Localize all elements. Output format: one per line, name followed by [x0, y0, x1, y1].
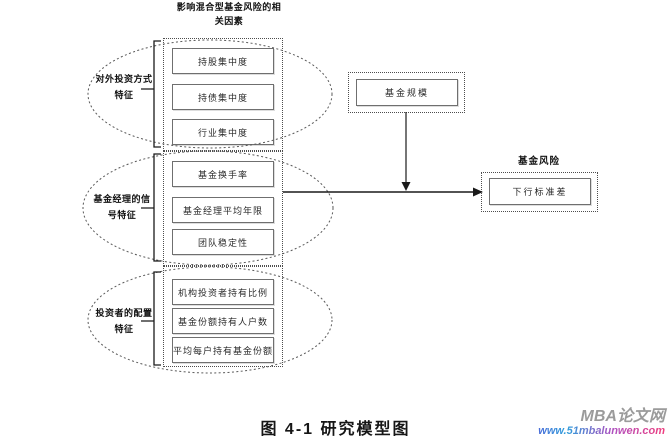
group3-label: 投资者的配置 特征: [76, 306, 172, 338]
group2-label-line2: 号特征: [107, 211, 137, 221]
diagram-title-line1: 影响混合型基金风险的相: [176, 3, 282, 13]
group1-label-line2: 特征: [114, 91, 134, 101]
group2-label: 基金经理的信 号特征: [74, 192, 170, 224]
box-downside-std-dev: 下行标准差: [489, 178, 591, 205]
group1-label-line1: 对外投资方式: [95, 75, 153, 85]
control-arrowhead: [401, 182, 411, 191]
diagram-title-line2: 关因素: [214, 17, 244, 27]
box-team-stability: 团队稳定性: [172, 229, 274, 255]
box-industry-concentration: 行业集中度: [172, 119, 274, 145]
box-fund-size: 基金规模: [356, 79, 458, 106]
group2-label-line1: 基金经理的信: [93, 195, 151, 205]
box-stock-concentration: 持股集中度: [172, 48, 274, 74]
watermark: MBA论文网 www.51mbalunwen.com: [405, 408, 665, 438]
watermark-site-url: www.51mbalunwen.com: [405, 425, 665, 438]
box-bond-concentration: 持债集中度: [172, 84, 274, 110]
box-avg-shares-per-holder: 平均每户持有基金份额: [172, 337, 274, 363]
figure-caption: 图 4-1 研究模型图: [260, 421, 411, 438]
group3-label-line1: 投资者的配置: [95, 309, 153, 319]
box-manager-avg-tenure: 基金经理平均年限: [172, 197, 274, 223]
watermark-site-name: MBA论文网: [580, 408, 665, 425]
box-institutional-holding-ratio: 机构投资者持有比例: [172, 279, 274, 305]
diagram-title: 影响混合型基金风险的相 关因素: [158, 1, 300, 29]
box-fund-turnover: 基金换手率: [172, 161, 274, 187]
group1-label: 对外投资方式 特征: [76, 72, 172, 104]
group3-label-line2: 特征: [114, 325, 134, 335]
box-holder-count: 基金份额持有人户数: [172, 308, 274, 334]
fund-risk-heading: 基金风险: [517, 156, 560, 167]
